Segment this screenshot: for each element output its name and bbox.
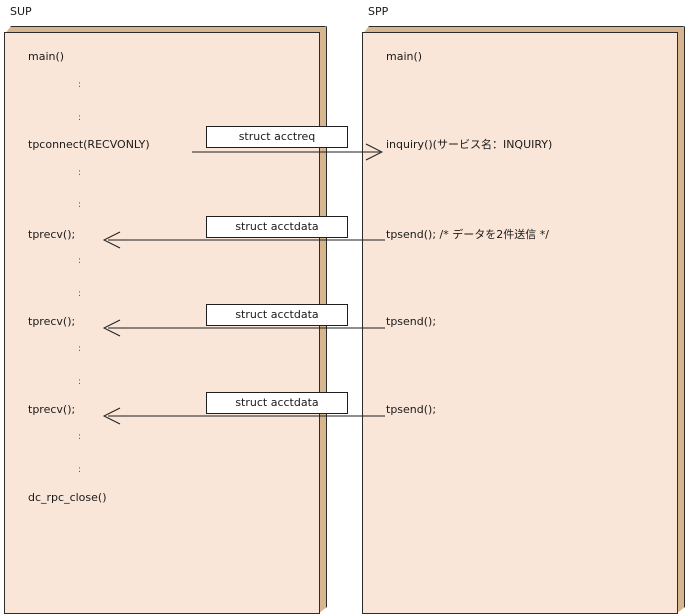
spp-inquiry: inquiry()(サービス名：INQUIRY) <box>386 138 553 151</box>
sup-tprecv-3: tprecv(); <box>28 403 76 416</box>
arrow-head-right <box>365 143 384 161</box>
sup-ellipsis: : <box>78 113 82 123</box>
spp-title: SPP <box>368 5 389 18</box>
spp-tpsend-2: tpsend(); <box>386 315 437 328</box>
sup-tprecv-2: tprecv(); <box>28 315 76 328</box>
sup-ellipsis: : <box>78 80 82 90</box>
sup-tpconnect: tpconnect(RECVONLY) <box>28 138 150 151</box>
spp-box <box>362 32 678 614</box>
arrow-head-left <box>102 319 121 337</box>
sup-ellipsis: : <box>78 289 82 299</box>
sup-ellipsis: : <box>78 465 82 475</box>
arrow-head-left <box>102 231 121 249</box>
message-acctdata: struct acctdata <box>206 304 348 326</box>
sup-close: dc_rpc_close() <box>28 491 107 504</box>
message-acctreq: struct acctreq <box>206 126 348 148</box>
sup-ellipsis: : <box>78 432 82 442</box>
message-acctdata: struct acctdata <box>206 216 348 238</box>
sup-ellipsis: : <box>78 200 82 210</box>
sup-title: SUP <box>10 5 32 18</box>
spp-tpsend-3: tpsend(); <box>386 403 437 416</box>
sup-ellipsis: : <box>78 377 82 387</box>
message-acctdata: struct acctdata <box>206 392 348 414</box>
sup-ellipsis: : <box>78 168 82 178</box>
sup-tprecv-1: tprecv(); <box>28 228 76 241</box>
spp-tpsend-1: tpsend(); /* データを2件送信 */ <box>386 228 549 241</box>
sup-main: main() <box>28 50 65 63</box>
sup-ellipsis: : <box>78 344 82 354</box>
spp-main: main() <box>386 50 423 63</box>
sup-ellipsis: : <box>78 256 82 266</box>
arrow-head-left <box>102 407 121 425</box>
